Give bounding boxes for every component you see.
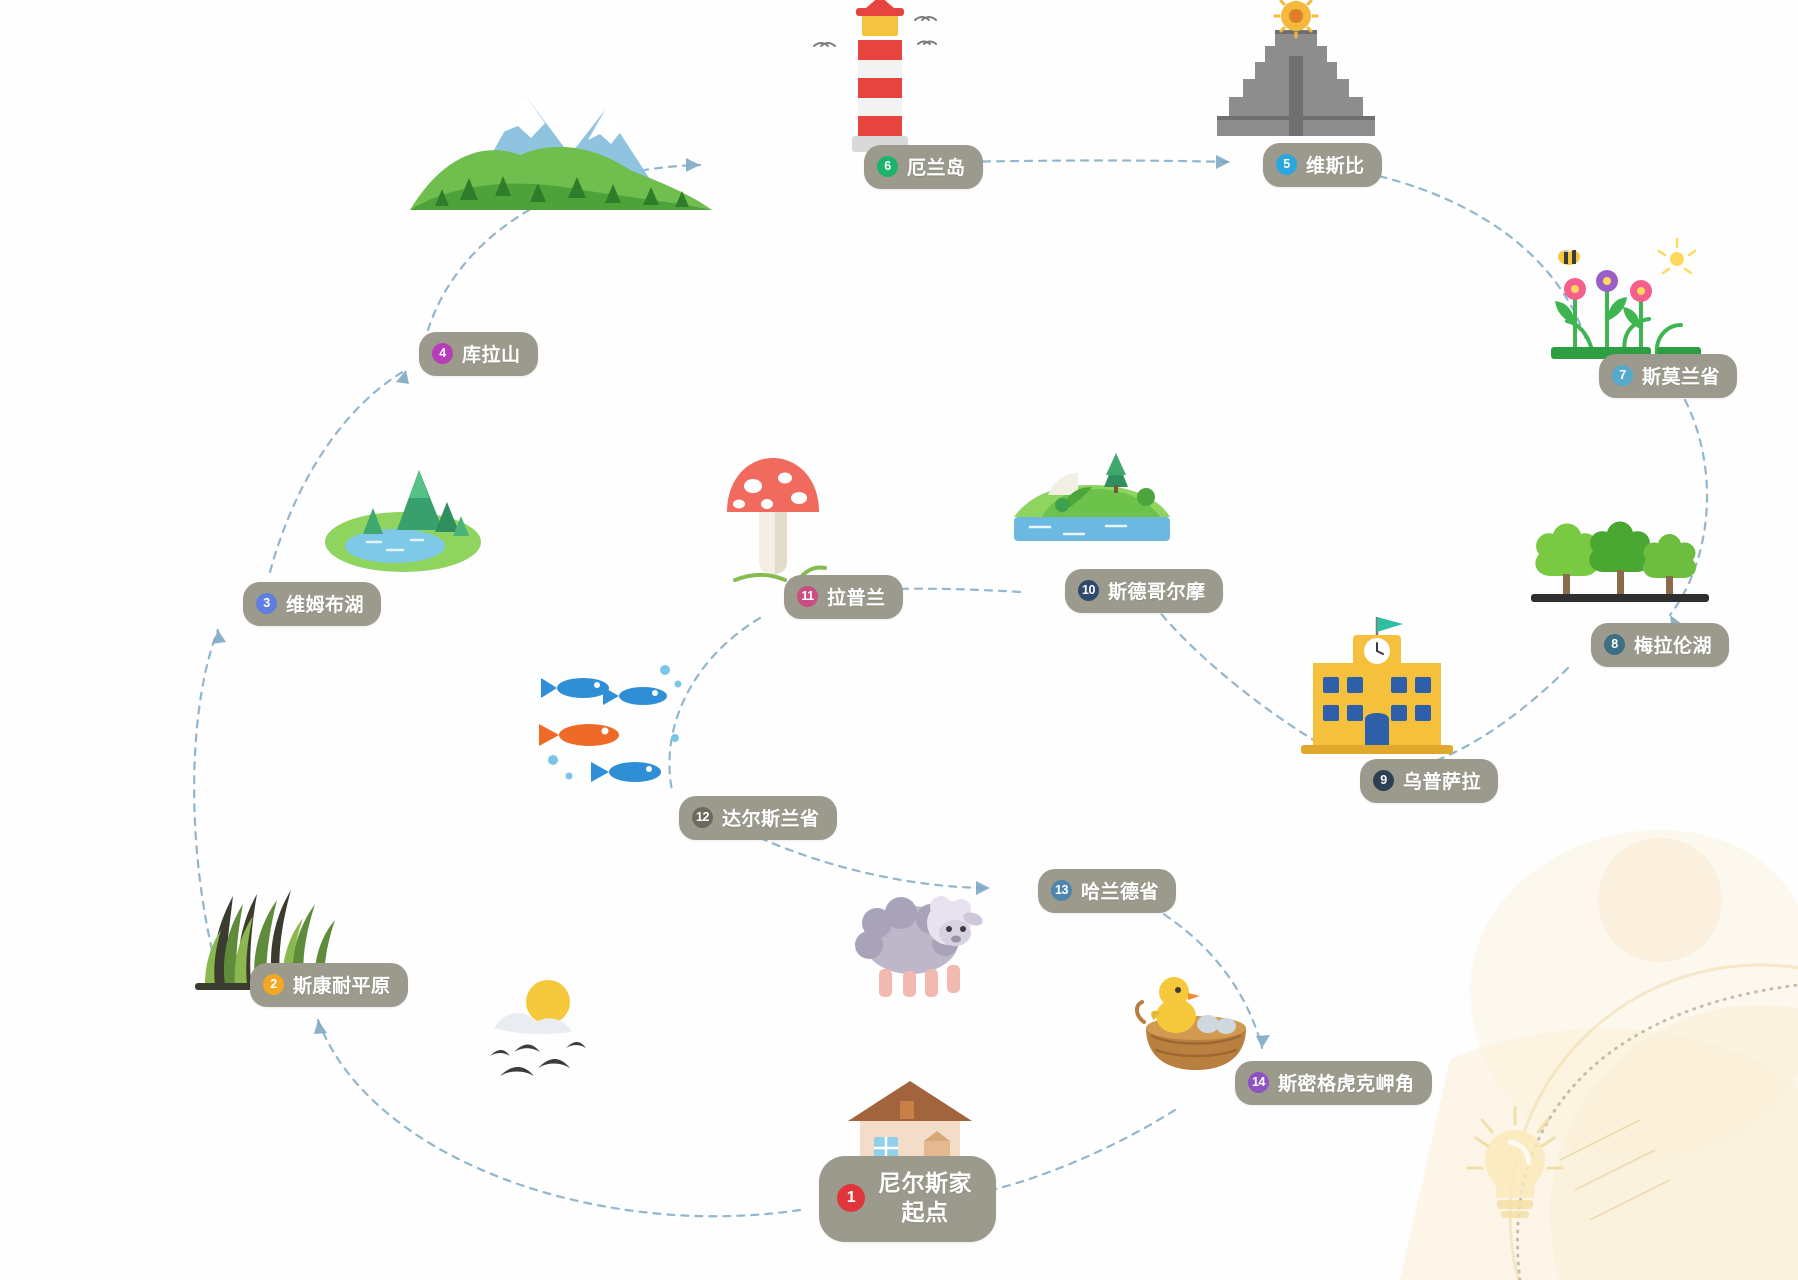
node-label-2: 斯康耐平原 [293,976,391,997]
node-label-10: 斯德哥尔摩 [1108,582,1206,603]
node-label-9: 乌普萨拉 [1403,772,1482,793]
node-label-12: 达尔斯兰省 [722,809,820,830]
node-badge-2: 2 [263,974,284,995]
map-node-3[interactable]: 3 维姆布湖 [243,582,382,626]
edge-2-to-3 [193,628,220,952]
mountain-range-illustration [410,95,712,210]
sheep-illustration [855,896,983,997]
lake-island-illustration [325,470,481,572]
node-badge-5: 5 [1276,154,1297,175]
fish-school-illustration [539,665,682,782]
map-node-7[interactable]: 7 斯莫兰省 [1599,354,1738,398]
map-node-12[interactable]: 12 达尔斯兰省 [679,796,837,840]
map-node-1[interactable]: 1 尼尔斯家 起点 [819,1156,996,1242]
birds-sun-illustration [490,980,586,1076]
edge-4-to-6 [426,163,702,332]
node-label-14: 斯密格虎克岬角 [1278,1074,1415,1095]
map-node-13[interactable]: 13 哈兰德省 [1038,869,1177,913]
fish-blue-1 [541,678,609,698]
node-label-1: 尼尔斯家 起点 [878,1170,972,1226]
map-node-8[interactable]: 8 梅拉伦湖 [1591,623,1730,667]
map-node-14[interactable]: 14 斯密格虎克岬角 [1235,1061,1432,1105]
arrowhead-to-5 [1216,155,1230,169]
bird-nest-illustration [1135,977,1246,1070]
map-node-2[interactable]: 2 斯康耐平原 [250,963,408,1007]
arrowhead-to-6 [686,158,700,172]
node-badge-6: 6 [877,156,898,177]
arrowhead-to-2 [314,1020,327,1034]
map-node-11[interactable]: 11 拉普兰 [784,575,903,619]
node-badge-7: 7 [1612,365,1633,386]
fish-orange [539,724,619,746]
node-badge-9: 9 [1373,770,1394,791]
arrowhead-to-14 [1256,1035,1270,1048]
node-badge-12: 12 [692,807,713,828]
node-badge-1: 1 [837,1184,865,1213]
arrowhead-to-4 [396,370,409,384]
edge-13-to-14 [1138,898,1264,1050]
forest-trees-illustration [1531,521,1709,602]
arrowhead-to-3 [212,630,226,644]
node-badge-13: 13 [1051,880,1072,901]
edge-1-to-2 [316,1018,802,1218]
mushroom-illustration [727,458,827,584]
pyramid-temple-illustration [1217,0,1375,136]
edge-12-to-13 [758,836,992,890]
node-label-5: 维斯比 [1306,156,1365,177]
node-badge-14: 14 [1248,1072,1269,1093]
edge-3-to-4 [268,368,408,574]
edge-6-to-5 [953,159,1232,164]
map-node-4[interactable]: 4 库拉山 [419,332,538,376]
fish-blue-2 [603,687,667,705]
map-node-10[interactable]: 10 斯德哥尔摩 [1065,569,1223,613]
chick-icon [1151,977,1200,1033]
node-badge-10: 10 [1078,580,1099,601]
node-badge-3: 3 [256,593,277,614]
island-pine-illustration [1014,453,1170,541]
node-badge-8: 8 [1604,634,1625,655]
edge-11-to-12 [668,616,762,792]
map-node-6[interactable]: 6 厄兰岛 [864,145,983,189]
school-building-illustration [1301,617,1453,754]
node-label-4: 库拉山 [462,345,521,366]
edge-7-to-8 [1668,398,1709,617]
arrowhead-to-13 [976,881,990,895]
fish-blue-3 [591,762,661,782]
node-label-7: 斯莫兰省 [1642,367,1721,388]
flowers-bee-illustration [1551,237,1701,359]
map-node-5[interactable]: 5 维斯比 [1263,143,1382,187]
node-label-6: 厄兰岛 [907,158,966,179]
node-badge-4: 4 [432,343,453,364]
bee-icon [1558,242,1580,265]
lighthouse-illustration [813,0,937,152]
edge-9-to-10 [1148,598,1332,752]
node-label-8: 梅拉伦湖 [1634,636,1713,657]
node-badge-11: 11 [797,586,818,607]
map-node-9[interactable]: 9 乌普萨拉 [1360,759,1499,803]
node-label-11: 拉普兰 [827,588,886,609]
node-label-13: 哈兰德省 [1081,882,1160,903]
node-label-3: 维姆布湖 [286,595,365,616]
